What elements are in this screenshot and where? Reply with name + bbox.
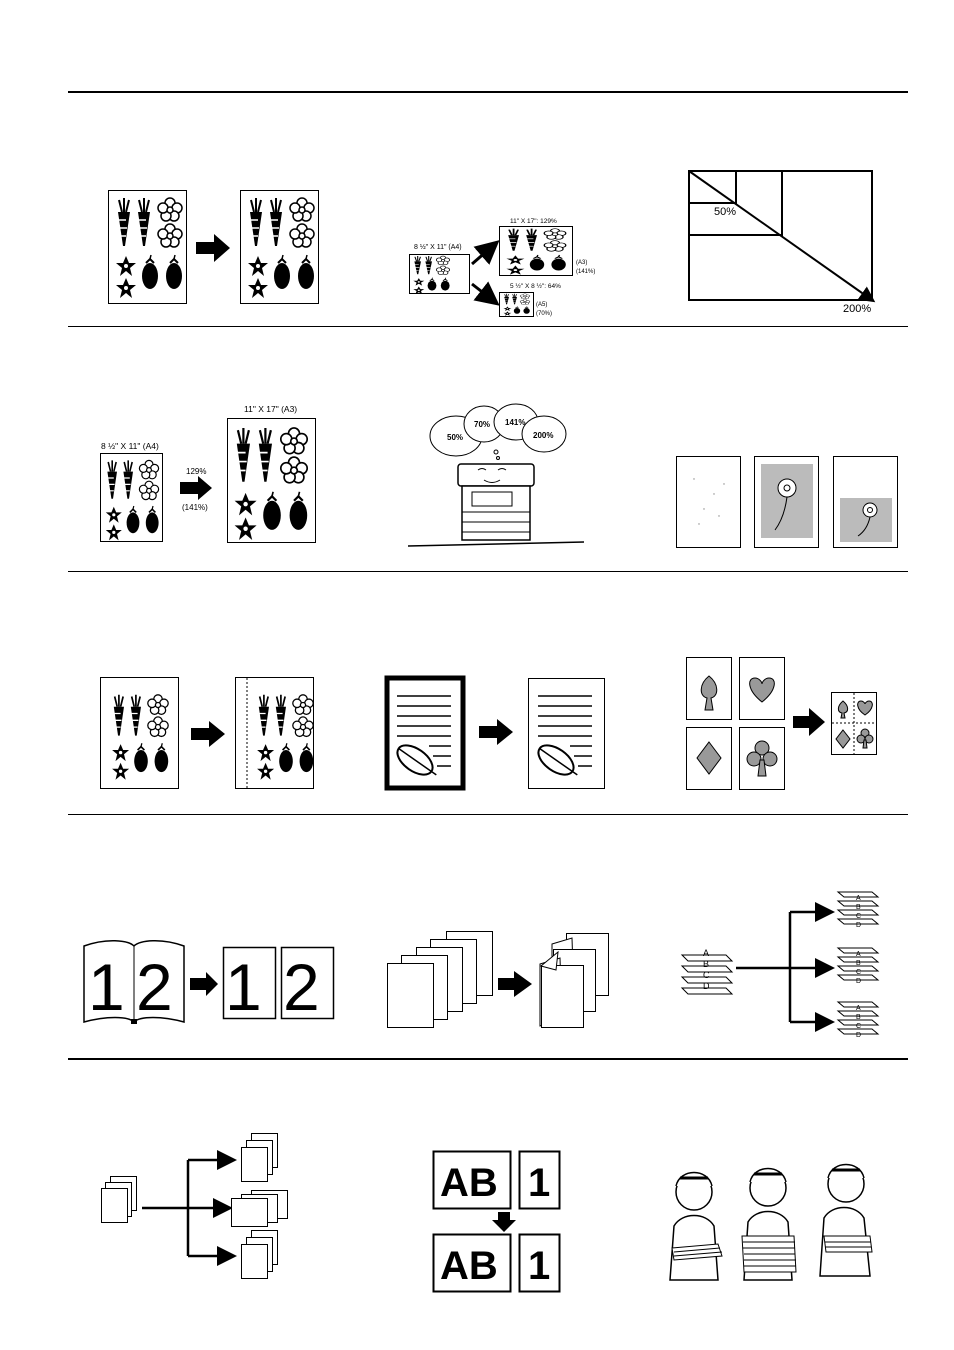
zoom-range-illustration: 50% 200% xyxy=(688,170,878,318)
sort-set1-page-a: A xyxy=(856,895,861,902)
preset-bubble-200: 200% xyxy=(533,431,553,440)
arrow-right-icon xyxy=(793,708,825,736)
row-divider-4 xyxy=(68,1058,908,1060)
job-build-illustration xyxy=(100,1132,296,1288)
zoom-up-alt: (A3) xyxy=(576,260,587,266)
zoom-max-label: 200% xyxy=(843,303,871,315)
auto-zoom-pct-alt: (141%) xyxy=(182,503,208,512)
zoom-down-alt-pct: (70%) xyxy=(536,311,552,317)
overlay-top-right-text: 1 xyxy=(528,1161,550,1205)
sort-set1-page-c: C xyxy=(856,913,861,920)
sort-original-page-d: D xyxy=(703,981,710,991)
preset-bubble-141: 141% xyxy=(505,418,525,427)
sort-set3-page-d: D xyxy=(856,1032,861,1039)
sort-set3-page-b: B xyxy=(856,1014,861,1021)
auto-zoom-pct: 129% xyxy=(186,467,206,476)
arrow-right-icon xyxy=(498,971,532,997)
worker-figure xyxy=(820,1165,872,1277)
zoom-up-label: 11" X 17": 129% xyxy=(510,218,557,225)
original-stack: A B C D xyxy=(682,948,732,994)
margin-shift-illustration xyxy=(99,676,317,792)
zoom-down-alt: (A5) xyxy=(536,302,547,308)
overlay-mode-illustration: AB 1 AB 1 xyxy=(432,1150,564,1296)
sort-set2-page-a: A xyxy=(856,951,861,958)
arrow-right-icon xyxy=(180,476,212,500)
arrow-down-icon xyxy=(492,1212,516,1232)
sort-set2-page-c: C xyxy=(856,969,861,976)
arrow-right-icon xyxy=(196,234,230,262)
combine-mode-illustration xyxy=(685,656,881,792)
arrow-right-icon xyxy=(191,721,225,747)
sort-set1-page-d: D xyxy=(856,922,861,929)
book-page-1: 1 xyxy=(88,950,125,1024)
overlay-bottom-left-text: AB xyxy=(440,1244,498,1288)
zoom-source-label: 8 ½" X 11" (A4) xyxy=(414,243,462,251)
sort-copy-illustration: A B C D A B C D A B C D A B C D xyxy=(676,890,890,1040)
arrow-right-icon xyxy=(190,972,218,996)
preset-bubble-70: 70% xyxy=(474,420,490,429)
border-erase-illustration xyxy=(385,676,607,790)
overlay-top-left-text: AB xyxy=(440,1161,498,1205)
auto-zoom-target-label: 11" X 17" (A3) xyxy=(244,404,297,414)
sort-original-page-b: B xyxy=(703,959,709,969)
sort-set1-page-b: B xyxy=(856,904,861,911)
copier-icon xyxy=(458,464,534,540)
zoom-size-select-illustration: 8 ½" X 11" (A4) 11" X 17": 129% (A3) (14… xyxy=(406,214,602,320)
split-page-1: 1 xyxy=(225,950,262,1024)
overlay-bottom-right-text: 1 xyxy=(528,1244,550,1288)
row-divider-3 xyxy=(68,814,908,815)
zoom-down-label: 5 ½" X 8 ½": 64% xyxy=(510,282,561,290)
worker-figure xyxy=(742,1169,796,1281)
split-page-2: 2 xyxy=(283,950,320,1024)
sort-original-page-a: A xyxy=(703,948,709,958)
top-rule xyxy=(68,91,908,93)
auto-zoom-illustration: 8 ½" X 11" (A4) 129% (141%) 11" X 17" (A… xyxy=(98,402,320,544)
zoom-min-label: 50% xyxy=(714,206,736,218)
duplex-copy-illustration xyxy=(386,930,612,1030)
row-divider-1 xyxy=(68,326,908,327)
sort-set2-page-d: D xyxy=(856,978,861,985)
arrow-right-icon xyxy=(479,719,513,745)
sort-set3-page-a: A xyxy=(856,1005,861,1012)
book-page-2: 2 xyxy=(136,950,173,1024)
worker-figure xyxy=(670,1173,722,1281)
auto-zoom-source-label: 8 ½" X 11" (A4) xyxy=(101,441,159,451)
sort-original-page-c: C xyxy=(703,970,710,980)
preset-bubble-50: 50% xyxy=(447,433,463,442)
workers-illustration xyxy=(664,1152,888,1282)
exposure-mode-illustration xyxy=(674,454,902,550)
sort-set2-page-b: B xyxy=(856,960,861,967)
book-to-page-illustration: 1 2 1 2 xyxy=(82,938,336,1026)
preset-zoom-copier-illustration: 50% 70% 141% 200% xyxy=(408,400,588,550)
same-size-copy-illustration xyxy=(108,190,322,306)
row-divider-2 xyxy=(68,571,908,572)
sort-set3-page-c: C xyxy=(856,1023,861,1030)
zoom-up-alt-pct: (141%) xyxy=(576,269,595,275)
